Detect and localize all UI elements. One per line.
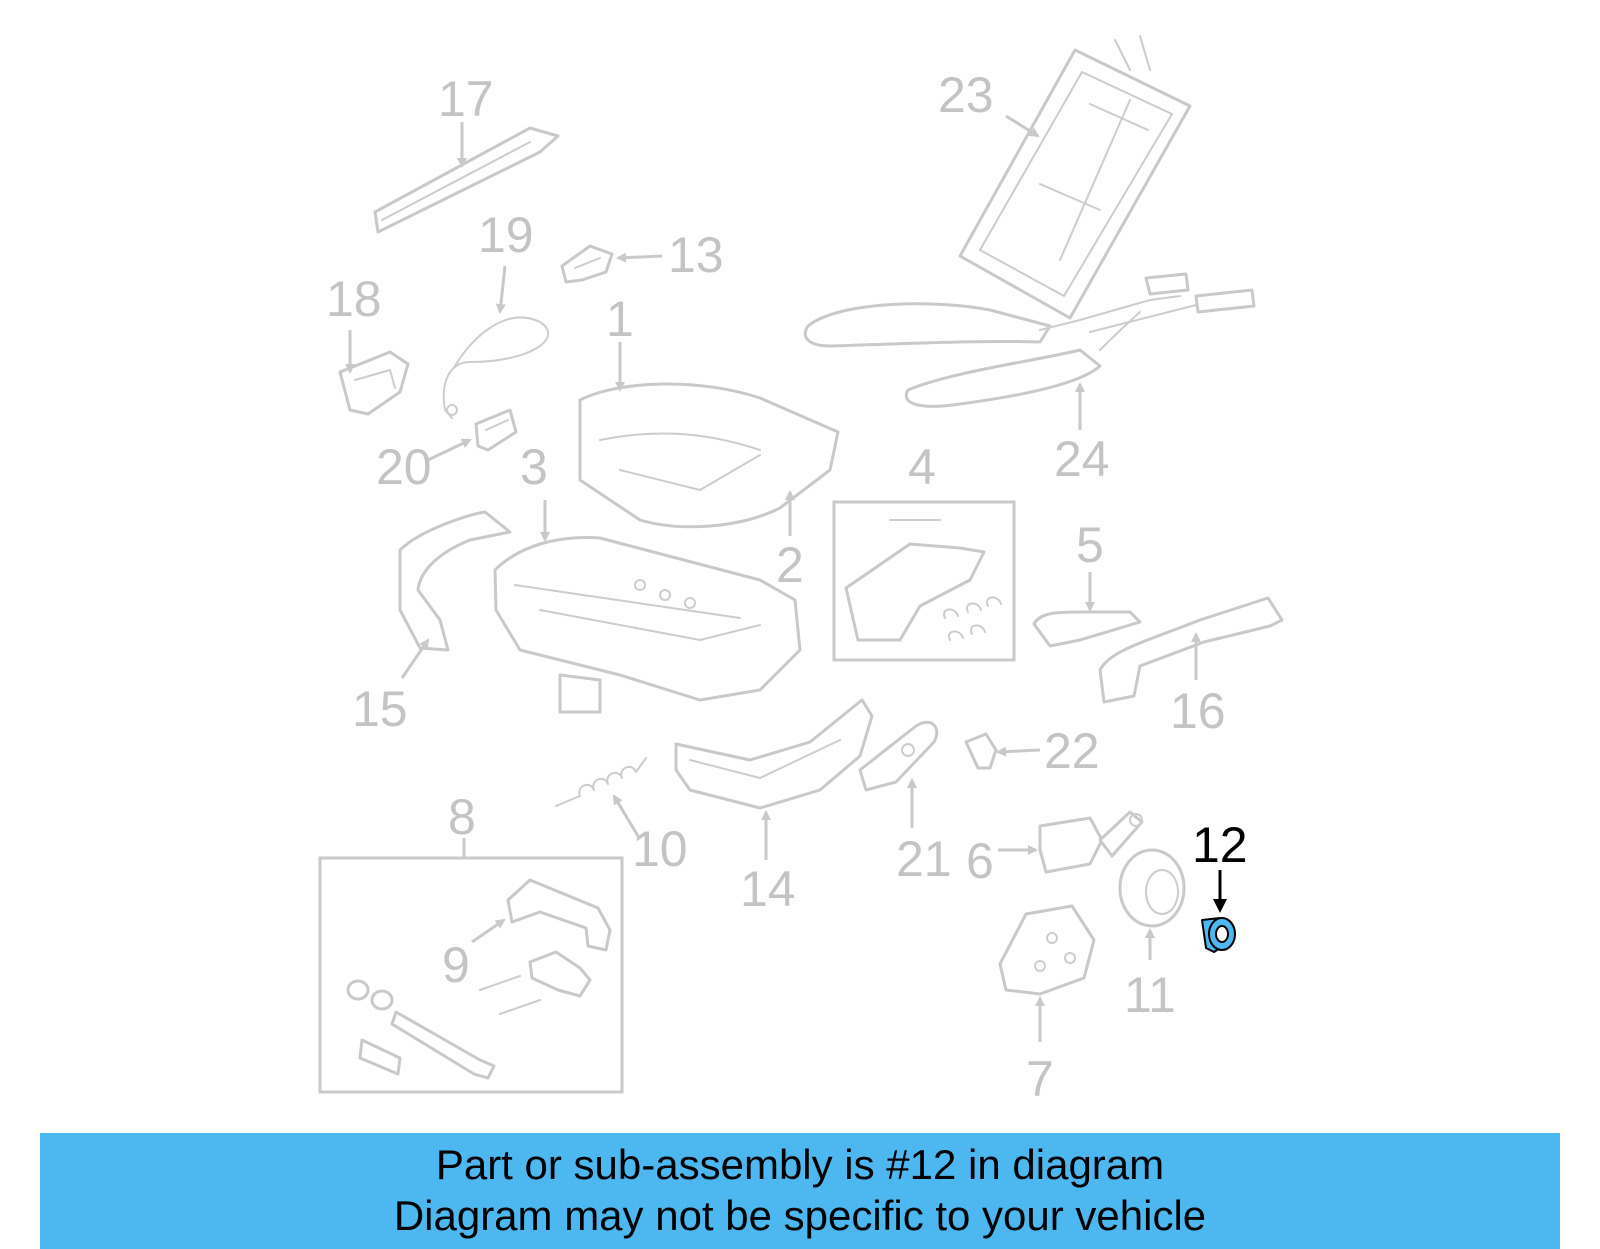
callout-19: 19 (478, 207, 534, 263)
callout-21: 21 (896, 831, 952, 887)
part-19-cable (442, 316, 550, 419)
arrow-19 (495, 265, 507, 314)
callout-4: 4 (908, 439, 936, 495)
arrow-9 (471, 918, 506, 944)
callout-12: 12 (1192, 817, 1248, 873)
part-8-box (318, 856, 624, 1094)
part-11-gear-disc (1118, 848, 1186, 928)
part-3-seat-frame (493, 536, 802, 714)
callout-24: 24 (1054, 431, 1110, 487)
part-21-plate (858, 720, 939, 792)
part-20-connector (474, 408, 518, 452)
part-4-box (832, 500, 1016, 662)
arrow-13 (616, 252, 663, 263)
part-18-bracket (338, 350, 410, 416)
part-5-cover (1032, 610, 1142, 648)
callout-23: 23 (938, 67, 994, 123)
callout-1: 1 (606, 291, 634, 347)
callout-8: 8 (448, 789, 476, 845)
callout-10: 10 (632, 821, 688, 877)
part-24-heater-pads (803, 272, 1256, 408)
callout-3: 3 (520, 439, 548, 495)
part-15-side-trim (398, 510, 512, 652)
arrow-15 (400, 638, 430, 679)
callout-22: 22 (1044, 723, 1100, 779)
part-12-bushing (1201, 917, 1236, 953)
callout-7: 7 (1026, 1051, 1054, 1107)
part-10-spring (555, 757, 647, 807)
callout-15: 15 (352, 681, 408, 737)
part-13-clip (560, 244, 614, 284)
part-1-seat-cover (578, 382, 840, 529)
callout-16: 16 (1170, 683, 1226, 739)
part-23-backrest-frame (958, 35, 1192, 320)
callout-14: 14 (740, 861, 796, 917)
callout-17: 17 (438, 71, 494, 127)
arrow-10 (612, 794, 640, 837)
part-16-rail-trim (1098, 596, 1284, 704)
callout-18: 18 (326, 271, 382, 327)
part-7-motor (998, 904, 1096, 996)
info-banner: Part or sub-assembly is #12 in diagram D… (40, 1133, 1560, 1249)
callout-5: 5 (1076, 517, 1104, 573)
arrow-23 (1005, 114, 1040, 138)
callout-6: 6 (966, 833, 994, 889)
banner-line-1: Part or sub-assembly is #12 in diagram (435, 1141, 1165, 1188)
callout-9: 9 (442, 937, 470, 993)
callout-11: 11 (1124, 967, 1176, 1023)
part-6-actuator (1038, 810, 1144, 874)
callout-20: 20 (376, 439, 432, 495)
callout-2: 2 (776, 537, 804, 593)
arrow-22 (996, 746, 1041, 757)
part-14-front-trim (674, 698, 874, 810)
callout-13: 13 (668, 227, 724, 283)
part-17-trim-strip (373, 126, 560, 234)
part-22-knob (964, 732, 998, 770)
arrow-20 (427, 438, 472, 462)
banner-line-2: Diagram may not be specific to your vehi… (393, 1192, 1207, 1239)
